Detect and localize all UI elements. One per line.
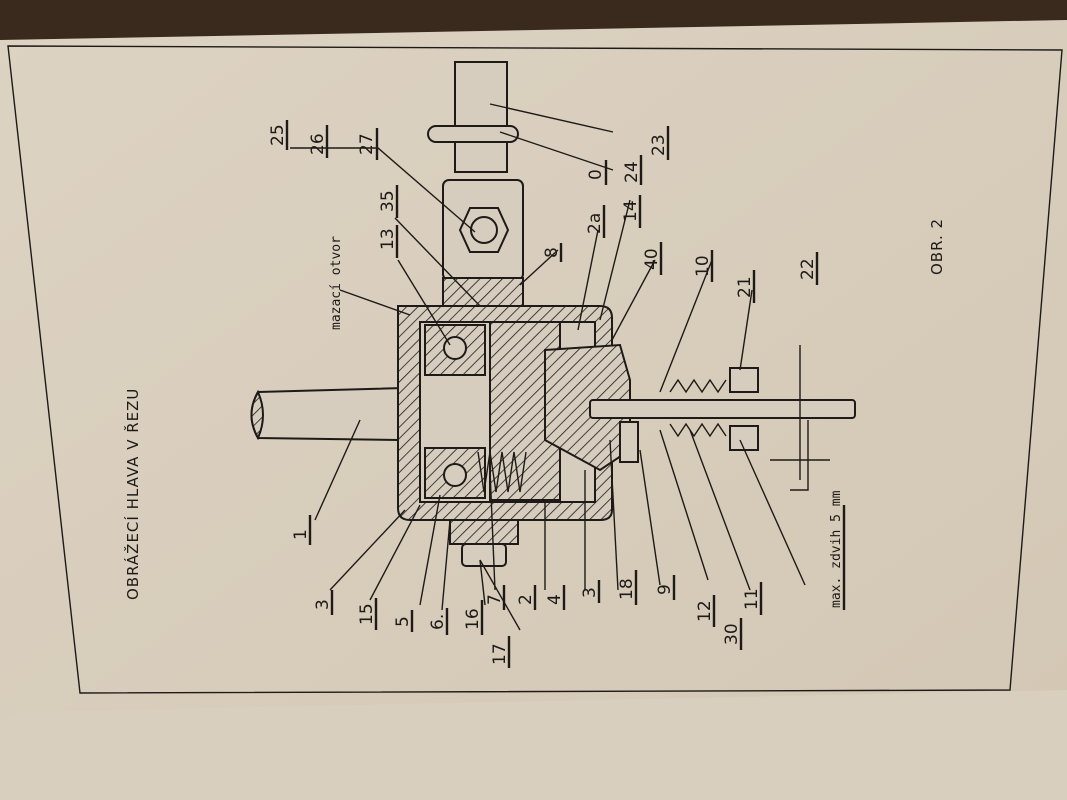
label-21: 21 xyxy=(735,276,755,298)
label-1: 1 xyxy=(291,529,311,540)
label-23: 23 xyxy=(649,134,669,156)
spring-10 xyxy=(669,378,727,394)
label-11: 11 xyxy=(742,588,762,610)
block-8 xyxy=(442,277,524,307)
label-24: 24 xyxy=(622,161,642,183)
tool-bar xyxy=(589,399,856,419)
label-6: 6. xyxy=(428,614,448,630)
label-26: 26 xyxy=(308,133,328,155)
ball-bottom xyxy=(443,463,467,487)
bearing-bottom xyxy=(424,447,486,499)
label-14: 14 xyxy=(621,200,641,222)
label-16: 16 xyxy=(463,608,483,630)
spring-12 xyxy=(669,422,727,438)
bolt xyxy=(470,216,498,244)
label-2a: 2a xyxy=(585,213,605,234)
part-labels: 25 26 27 23 0 24 35 13 2a 14 8 40 10 21 … xyxy=(123,124,946,665)
label-underlines xyxy=(285,120,846,668)
lower-block xyxy=(449,519,519,545)
leader-lines xyxy=(290,103,806,631)
figure-number: OBR. 2 xyxy=(928,218,946,275)
label-35: 35 xyxy=(378,190,398,212)
label-2: 2 xyxy=(516,594,536,605)
label-30: 30 xyxy=(722,623,742,645)
label-10: 10 xyxy=(693,255,713,277)
label-3-lower: 3 xyxy=(580,587,600,598)
pin-18 xyxy=(619,421,639,463)
label-9: 9 xyxy=(655,584,675,595)
max-stroke-note: max. zdvih 5 mm xyxy=(829,490,844,608)
nut-11 xyxy=(729,425,759,451)
label-13: 13 xyxy=(378,228,398,250)
cross-pin xyxy=(427,125,519,143)
rotor xyxy=(489,321,561,501)
page-border xyxy=(7,45,1063,694)
facing-page xyxy=(0,690,1067,800)
label-8: 8 xyxy=(542,247,562,258)
lower-nut xyxy=(461,543,507,567)
ball-top xyxy=(443,336,467,360)
nut-21 xyxy=(729,367,759,393)
figure-title: OBRÁŽECÍ HLAVA V ŘEZU xyxy=(123,388,142,600)
label-40: 40 xyxy=(642,248,662,270)
label-4: 4 xyxy=(545,594,565,605)
label-27: 27 xyxy=(357,133,377,155)
shank-section xyxy=(250,389,264,441)
label-5: 5 xyxy=(393,616,413,627)
arm-tube xyxy=(454,61,508,173)
label-18: 18 xyxy=(617,578,637,600)
label-0: 0 xyxy=(586,169,606,180)
label-15: 15 xyxy=(357,603,377,625)
workpiece xyxy=(790,345,809,491)
label-3-upper: 3 xyxy=(313,599,333,610)
label-25: 25 xyxy=(268,124,288,146)
label-12: 12 xyxy=(695,600,715,622)
label-17: 17 xyxy=(490,643,510,665)
label-7: 7 xyxy=(485,594,505,605)
label-22: 22 xyxy=(798,258,818,280)
lubrication-hole-note: mazací otvor xyxy=(329,236,344,330)
spring-7 xyxy=(477,451,527,493)
